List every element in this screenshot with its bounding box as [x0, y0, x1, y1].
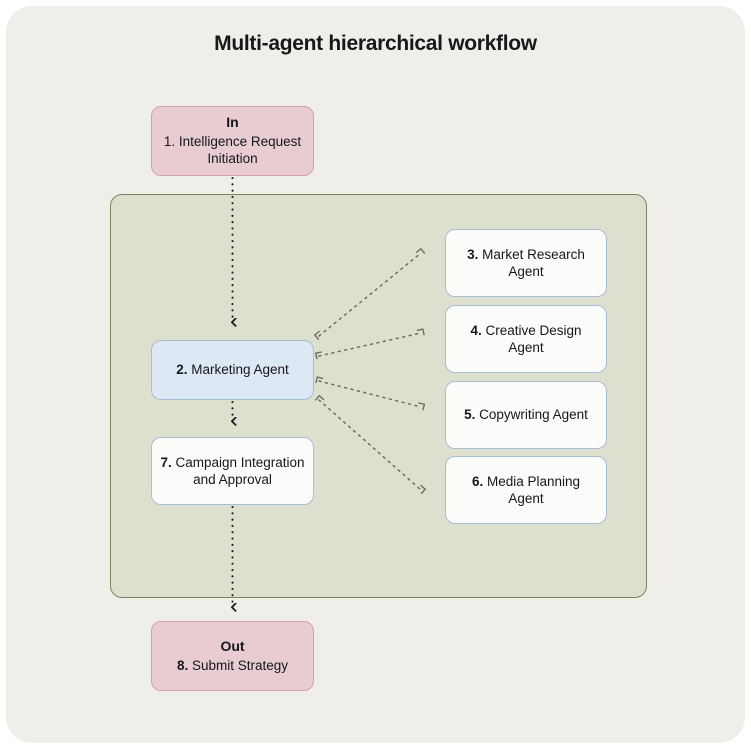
node-campaign-integration-label: 7. Campaign Integration and Approval [160, 454, 305, 487]
node-market-research-agent-label: 3. Market Research Agent [467, 246, 585, 279]
node-campaign-integration[interactable]: 7. Campaign Integration and Approval [151, 437, 314, 505]
node-output-header: Out [220, 637, 245, 654]
node-output-label: 8. Submit Strategy [176, 657, 289, 673]
page-title: Multi-agent hierarchical workflow [214, 32, 537, 55]
node-input-label: 1. Intelligence Request Initiation [163, 134, 302, 167]
node-creative-design-agent[interactable]: 4. Creative Design Agent [445, 305, 607, 373]
node-input[interactable]: In 1. Intelligence Request Initiation [151, 106, 314, 176]
node-output[interactable]: Out 8. Submit Strategy [151, 621, 314, 691]
node-copywriting-agent-label: 5. Copywriting Agent [464, 407, 588, 423]
node-marketing-agent-label: 2. Marketing Agent [176, 362, 289, 378]
node-market-research-agent[interactable]: 3. Market Research Agent [445, 229, 607, 297]
node-copywriting-agent[interactable]: 5. Copywriting Agent [445, 381, 607, 449]
node-creative-design-agent-label: 4. Creative Design Agent [470, 322, 582, 355]
node-input-header: In [226, 114, 239, 131]
node-media-planning-agent-label: 6. Media Planning Agent [471, 473, 581, 506]
node-media-planning-agent[interactable]: 6. Media Planning Agent [445, 456, 607, 524]
node-marketing-agent[interactable]: 2. Marketing Agent [151, 340, 314, 400]
